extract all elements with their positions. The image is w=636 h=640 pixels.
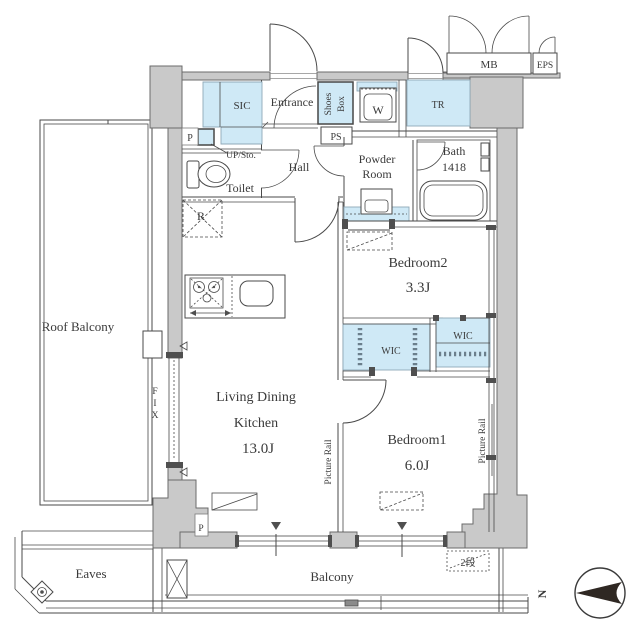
drain-icon — [30, 580, 54, 604]
wic-right: WIC — [429, 315, 491, 372]
room-label-tr: TR — [432, 100, 445, 111]
room-label-entrance: Entrance — [271, 95, 314, 109]
bath-door-arc — [416, 141, 446, 171]
room-label-bedroom1: Bedroom1 — [387, 433, 446, 448]
bedroom1: Picture Rail Picture Rail Bedroom1 6.0J — [324, 379, 493, 511]
fix-window: F I X — [152, 341, 188, 477]
powder-door-arc — [313, 145, 345, 177]
sink-icon — [239, 280, 274, 307]
ldk-window — [235, 522, 332, 556]
room-label-ldk-line2: Kitchen — [234, 416, 278, 431]
meter-box: MB EPS — [446, 15, 558, 75]
mb-label: MB — [480, 59, 497, 71]
south-windows — [235, 522, 448, 557]
fridge-space: R — [182, 199, 223, 238]
bedroom1-counter — [379, 491, 424, 511]
balcony-steps-label: 2段 — [461, 556, 476, 569]
up-storage-label: UP/Sto. — [226, 151, 256, 161]
compass-north-label: N — [535, 589, 549, 598]
room-label-roof-balcony: Roof Balcony — [42, 319, 115, 334]
east-wall-windows — [486, 225, 496, 532]
washbasin-icon — [360, 188, 393, 215]
fix-label-f: F — [152, 387, 157, 397]
room-label-balcony: Balcony — [310, 569, 354, 584]
fix-window-marker-icon — [179, 341, 188, 351]
shoes-box-label-line1: Shoes — [324, 92, 334, 115]
room-label-powder-line1: Powder — [359, 152, 396, 166]
toilet: Toilet — [182, 148, 300, 195]
washer-space: W — [356, 80, 407, 137]
toilet-icon — [186, 160, 231, 189]
sic: SIC — [202, 81, 263, 145]
room-label-wic-left: WIC — [381, 346, 401, 357]
compass: N — [535, 567, 626, 619]
balcony-drain-box — [344, 599, 359, 607]
upper-storage: P UP/Sto. — [181, 127, 256, 161]
wic-bedroom1-wall — [343, 367, 490, 378]
ac-space — [211, 492, 258, 511]
room-label-ldk-line1: Living Dining — [216, 390, 296, 405]
tr-door-arc — [407, 37, 444, 74]
room-label-eaves: Eaves — [75, 566, 106, 581]
trunk-room: TR — [406, 37, 471, 127]
room-label-toilet: Toilet — [226, 181, 254, 195]
toilet-door-arc — [260, 149, 300, 189]
eaves: Eaves — [14, 530, 529, 614]
entrance-inner-door-arc — [273, 85, 317, 129]
bath: Bath 1418 — [412, 139, 491, 222]
window-marker-icon — [397, 522, 407, 530]
room-label-hall: Hall — [289, 160, 310, 174]
room-label-bedroom2: Bedroom2 — [388, 256, 447, 271]
eps-label: EPS — [537, 61, 553, 71]
powder-room: Powder Room — [313, 130, 497, 222]
roof-balcony: Roof Balcony — [39, 119, 163, 506]
balcony: 2段 Balcony — [152, 548, 528, 612]
room-label-bedroom2-size: 3.3J — [406, 280, 431, 296]
bedroom1-door-arc — [342, 379, 387, 424]
room-label-sic: SIC — [233, 100, 250, 112]
fix-window-marker-icon — [179, 467, 188, 477]
pipe-shaft-bottom-label: P — [198, 524, 203, 534]
bathtub-icon — [419, 180, 488, 221]
wic-left: WIC — [342, 317, 443, 371]
fix-label-x: X — [152, 411, 159, 421]
room-label-ldk-size: 13.0J — [242, 441, 274, 457]
bedroom2-counter — [346, 231, 393, 251]
washer-label: W — [372, 103, 384, 117]
shoes-box-label-line2: Box — [337, 96, 347, 112]
stove-icon — [189, 277, 224, 309]
ps-label: PS — [330, 132, 341, 143]
pipe-space: PS — [320, 126, 353, 145]
window-marker-icon — [271, 522, 281, 530]
hall: Hall — [182, 160, 343, 243]
room-label-powder-line2: Room — [362, 167, 392, 181]
balcony-pillar — [142, 330, 163, 359]
pipe-shaft-top-label: P — [187, 133, 193, 144]
room-label-bath: Bath — [443, 144, 466, 158]
room-label-bedroom1-size: 6.0J — [405, 458, 430, 474]
shoes-box: Shoes Box — [317, 81, 354, 125]
room-label-wic-right: WIC — [453, 331, 473, 342]
bedroom2: Bedroom2 3.3J — [342, 219, 497, 296]
north-arrow-icon — [576, 582, 622, 604]
fix-label-i: I — [153, 399, 156, 409]
balcony-steps-box: 2段 — [446, 550, 490, 572]
entrance-door-arc — [269, 23, 318, 72]
bedroom1-window — [355, 522, 448, 557]
balcony-pillar-box — [166, 559, 188, 599]
picture-rail-left-label: Picture Rail — [324, 439, 334, 484]
room-label-bath-size: 1418 — [442, 160, 466, 174]
picture-rail-right-label: Picture Rail — [478, 418, 488, 463]
fridge-label: R — [197, 209, 205, 223]
kitchen-counter — [184, 274, 286, 319]
